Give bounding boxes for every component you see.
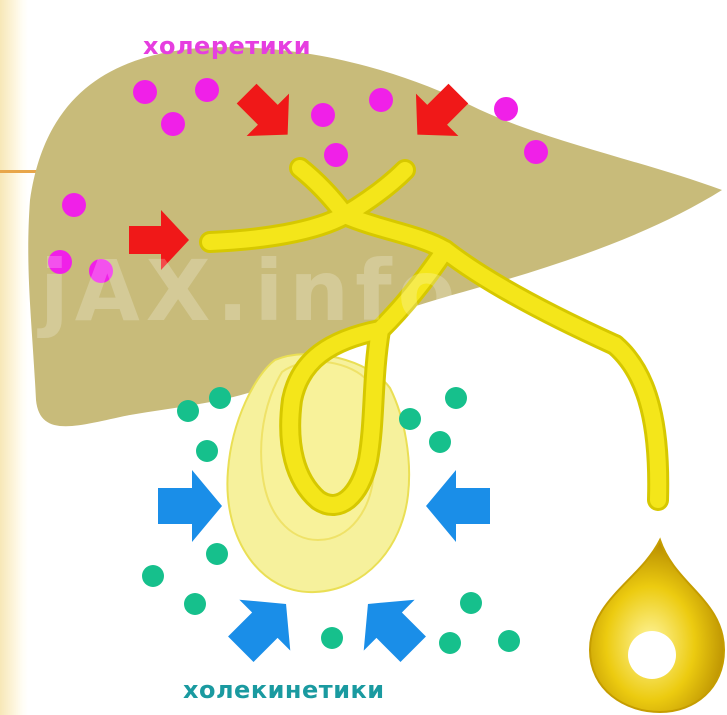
bile-drop-icon — [590, 540, 724, 712]
teal-dot-icon — [196, 440, 218, 462]
pink-dot-icon — [524, 140, 548, 164]
teal-dot-icon — [429, 431, 451, 453]
pink-dot-icon — [369, 88, 393, 112]
teal-dot-icon — [142, 565, 164, 587]
teal-dot-icon — [206, 543, 228, 565]
teal-dot-icon — [439, 632, 461, 654]
gallbladder-inner — [261, 362, 374, 540]
teal-dot-icon — [399, 408, 421, 430]
blue-arrow-icon — [343, 579, 439, 675]
pink-dot-icon — [161, 112, 185, 136]
teal-dot-icon — [177, 400, 199, 422]
pink-dot-icon — [62, 193, 86, 217]
pink-dot-icon — [494, 97, 518, 121]
pink-dot-icon — [311, 103, 335, 127]
watermark: jAX.info — [40, 242, 461, 340]
blue-arrow-icon — [215, 579, 311, 675]
pink-dot-icon — [195, 78, 219, 102]
teal-dot-icon — [460, 592, 482, 614]
teal-dot-icon — [498, 630, 520, 652]
cholekinetics-label: холекинетики — [183, 676, 385, 704]
blue-arrow-icon — [158, 470, 222, 542]
teal-dot-icon — [209, 387, 231, 409]
teal-dot-icon — [445, 387, 467, 409]
choleretics-label: холеретики — [143, 32, 311, 60]
blue-arrow-icon — [426, 470, 490, 542]
teal-dot-icon — [321, 627, 343, 649]
pink-dot-icon — [324, 143, 348, 167]
pink-dot-icon — [133, 80, 157, 104]
teal-dot-icon — [184, 593, 206, 615]
